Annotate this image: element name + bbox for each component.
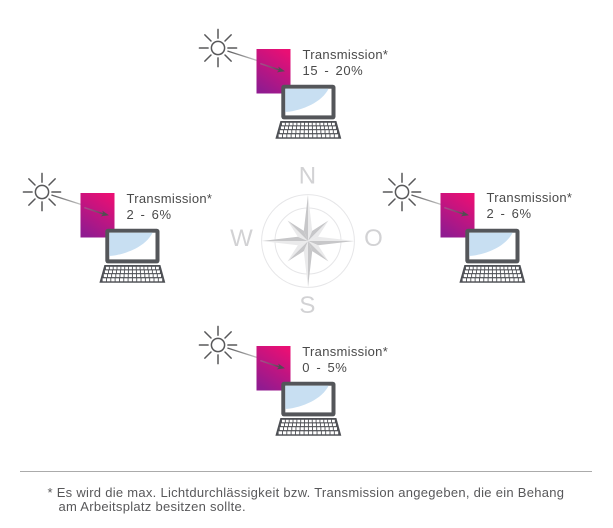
svg-text:O: O bbox=[364, 225, 383, 252]
svg-text:S: S bbox=[299, 292, 315, 319]
svg-text:W: W bbox=[230, 225, 253, 252]
svg-text:N: N bbox=[298, 162, 315, 189]
